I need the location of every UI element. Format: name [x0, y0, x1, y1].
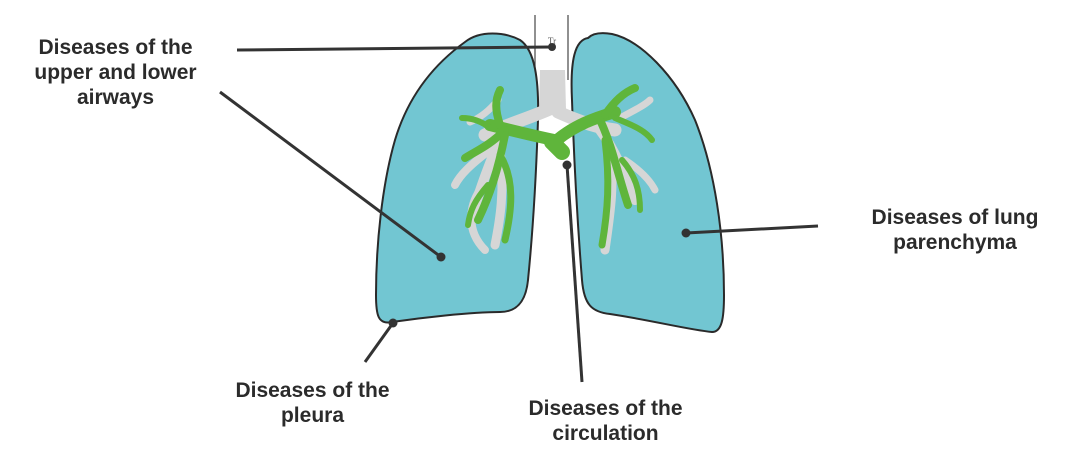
dot-pleura — [389, 319, 398, 328]
dot-circulation — [563, 161, 572, 170]
leader-pleura — [365, 323, 393, 362]
label-pleura: Diseases of the pleura — [205, 378, 420, 428]
label-circulation-line1: Diseases of the — [498, 396, 713, 421]
dot-airways — [548, 43, 556, 51]
label-parenchyma-line2: parenchyma — [850, 230, 1060, 255]
dot-airways-lower — [437, 253, 446, 262]
label-circulation: Diseases of the circulation — [498, 396, 713, 446]
label-airways-line1: Diseases of the — [8, 35, 223, 60]
label-parenchyma-line1: Diseases of lung — [850, 205, 1060, 230]
label-airways: Diseases of the upper and lower airways — [8, 35, 223, 110]
label-circulation-line2: circulation — [498, 421, 713, 446]
trachea — [535, 15, 568, 110]
label-airways-line3: airways — [8, 85, 223, 110]
label-pleura-line1: Diseases of the — [205, 378, 420, 403]
label-pleura-line2: pleura — [205, 403, 420, 428]
label-parenchyma: Diseases of lung parenchyma — [850, 205, 1060, 255]
label-airways-line2: upper and lower — [8, 60, 223, 85]
dot-parenchyma — [682, 229, 691, 238]
